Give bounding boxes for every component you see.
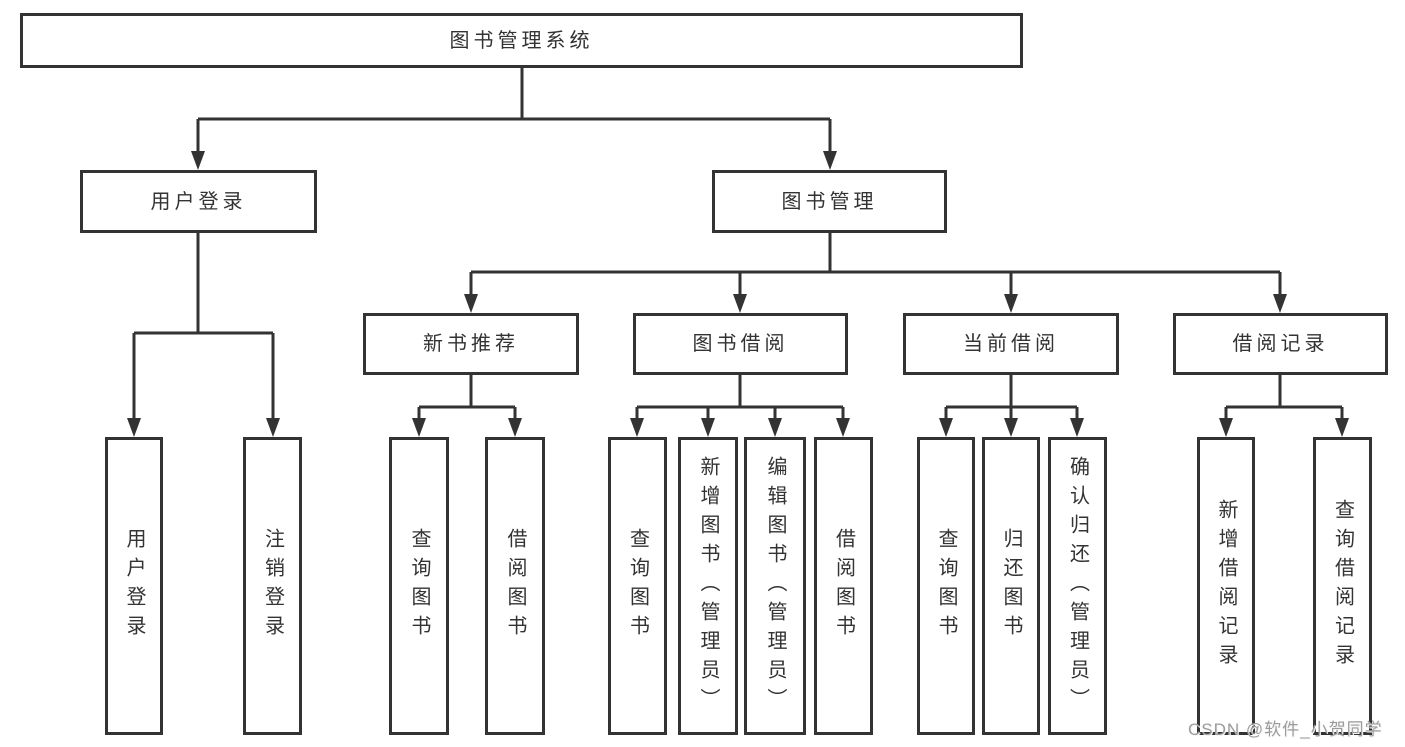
node-borrowing-records: 借阅记录	[1173, 313, 1388, 375]
node-root: 图书管理系统	[20, 13, 1023, 68]
node-label-leaf-add-borrow-record: 新增借阅记录	[1215, 499, 1237, 673]
node-leaf-query-books-1: 查询图书	[389, 437, 449, 735]
connector-line	[132, 233, 275, 421]
arrowhead-icon	[701, 418, 715, 437]
node-label-leaf-borrow-books-2: 借阅图书	[832, 528, 855, 644]
arrowhead-icon	[836, 418, 850, 437]
connector-line	[469, 233, 1282, 297]
connector-line	[635, 375, 845, 421]
node-label-leaf-query-books-3: 查询图书	[935, 528, 957, 644]
node-current-borrowing: 当前借阅	[903, 313, 1119, 375]
arrowhead-icon	[412, 418, 426, 437]
node-label-leaf-query-books-2: 查询图书	[626, 528, 649, 644]
node-label-user-login: 用户登录	[150, 190, 247, 213]
arrowhead-icon	[768, 418, 782, 437]
node-label-leaf-logout: 注销登录	[261, 528, 284, 644]
arrowhead-icon	[127, 418, 141, 437]
arrowhead-icon	[191, 151, 205, 170]
node-leaf-return-books: 归还图书	[982, 437, 1040, 735]
arrowhead-icon	[508, 418, 522, 437]
node-label-book-borrowing: 图书借阅	[692, 333, 789, 355]
node-label-leaf-user-login: 用户登录	[123, 528, 145, 644]
node-label-leaf-confirm-return-admin: 确认归还（管理员）	[1066, 455, 1089, 717]
arrowhead-icon	[1273, 294, 1287, 313]
node-leaf-query-borrow-record: 查询借阅记录	[1313, 437, 1372, 735]
arrowhead-icon	[1335, 418, 1349, 437]
node-leaf-edit-books-admin: 编辑图书（管理员）	[744, 437, 806, 735]
node-book-management: 图书管理	[712, 170, 947, 233]
node-label-leaf-return-books: 归还图书	[1000, 528, 1022, 644]
node-leaf-borrow-books-2: 借阅图书	[814, 437, 873, 735]
arrowhead-icon	[630, 418, 644, 437]
node-label-root: 图书管理系统	[449, 29, 594, 52]
node-leaf-query-books-2: 查询图书	[608, 437, 667, 735]
connector-line	[1224, 375, 1344, 421]
node-label-new-book-recommend: 新书推荐	[423, 333, 519, 355]
node-label-borrowing-records: 借阅记录	[1232, 333, 1329, 355]
node-leaf-query-books-3: 查询图书	[917, 437, 975, 735]
node-leaf-logout: 注销登录	[243, 437, 302, 735]
node-leaf-add-borrow-record: 新增借阅记录	[1197, 437, 1255, 735]
arrowhead-icon	[939, 418, 953, 437]
arrowhead-icon	[266, 418, 280, 437]
connector-line	[944, 375, 1079, 421]
node-label-leaf-query-borrow-record: 查询借阅记录	[1331, 499, 1354, 673]
arrowhead-icon	[1004, 294, 1018, 313]
arrowhead-icon	[1219, 418, 1233, 437]
arrowhead-icon	[733, 294, 747, 313]
node-leaf-confirm-return-admin: 确认归还（管理员）	[1048, 437, 1107, 735]
node-label-leaf-borrow-books-1: 借阅图书	[504, 528, 526, 644]
arrowhead-icon	[1004, 418, 1018, 437]
node-label-book-management: 图书管理	[781, 190, 878, 213]
node-new-book-recommend: 新书推荐	[363, 313, 579, 375]
node-user-login: 用户登录	[80, 170, 317, 233]
node-leaf-add-books-admin: 新增图书（管理员）	[678, 437, 738, 735]
node-label-leaf-add-books-admin: 新增图书（管理员）	[697, 455, 719, 717]
arrowhead-icon	[464, 294, 478, 313]
node-label-leaf-query-books-1: 查询图书	[408, 528, 430, 644]
csdn-watermark: CSDN @软件_小贺同学	[1188, 720, 1383, 739]
connector-line	[196, 68, 832, 154]
arrowhead-icon	[823, 151, 837, 170]
node-leaf-borrow-books-1: 借阅图书	[485, 437, 545, 735]
node-label-current-borrowing: 当前借阅	[963, 333, 1059, 355]
node-label-leaf-edit-books-admin: 编辑图书（管理员）	[764, 455, 786, 717]
node-book-borrowing: 图书借阅	[633, 313, 848, 375]
arrowhead-icon	[1070, 418, 1084, 437]
node-leaf-user-login: 用户登录	[105, 437, 163, 735]
connector-line	[417, 375, 517, 421]
